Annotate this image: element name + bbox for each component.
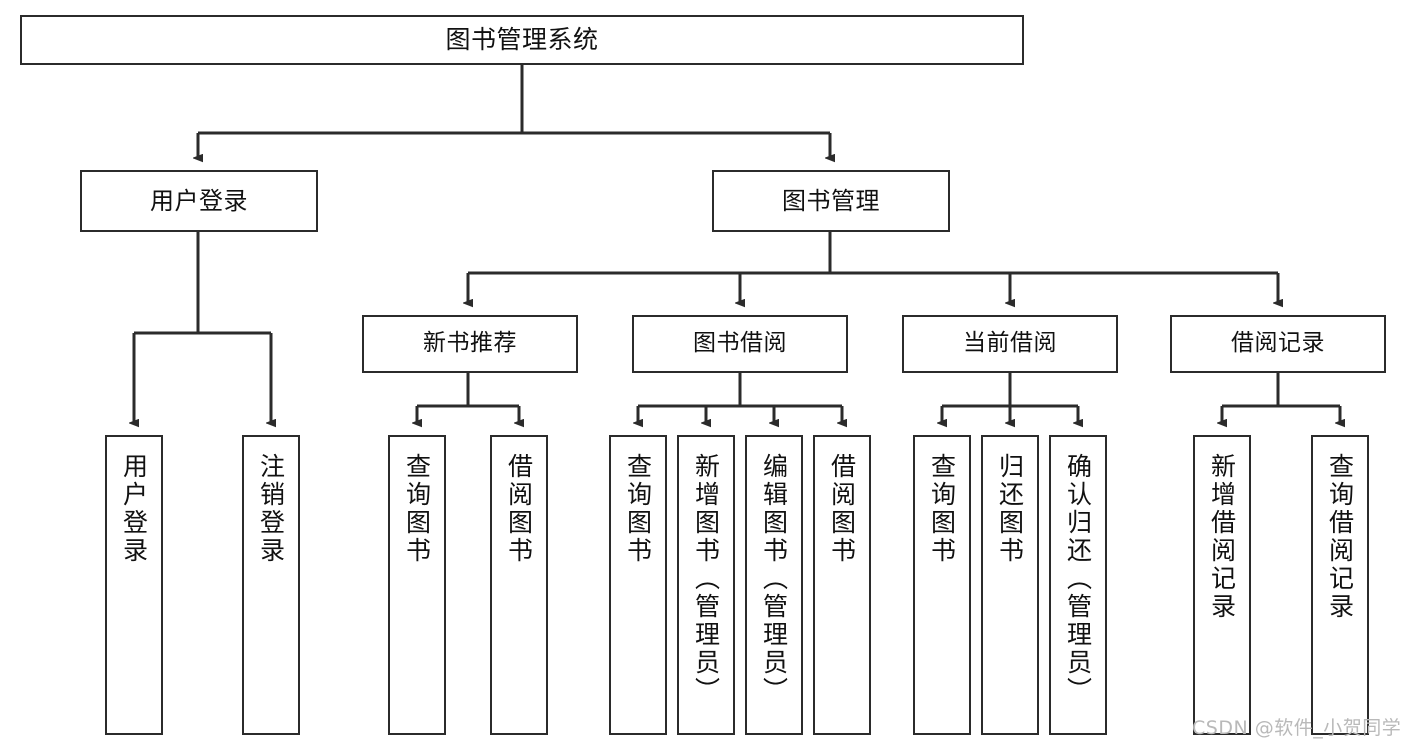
node-label: 图书借阅 [693,330,787,357]
node-label: 用户登录 [150,186,248,215]
node-label: 注销登录 [256,453,286,565]
node-label: 查询图书 [927,453,957,565]
leaf-record-query-borrow-record[interactable]: 查询借阅记录 [1311,435,1369,735]
node-label: 图书管理系统 [445,25,599,55]
node-label: 编辑图书（管理员） [759,453,789,705]
node-label: 查询图书 [623,453,653,565]
node-current-borrow[interactable]: 当前借阅 [902,315,1118,373]
node-label: 确认归还（管理员） [1063,453,1093,705]
leaf-current-query-book[interactable]: 查询图书 [913,435,971,735]
leaf-current-return-book[interactable]: 归还图书 [981,435,1039,735]
leaf-current-confirm-return-admin[interactable]: 确认归还（管理员） [1049,435,1107,735]
node-borrow-record[interactable]: 借阅记录 [1170,315,1386,373]
leaf-borrow-book[interactable]: 借阅图书 [813,435,871,735]
node-label: 用户登录 [119,453,149,565]
node-label: 新书推荐 [423,330,517,357]
node-label: 新增借阅记录 [1207,453,1237,621]
node-label: 查询借阅记录 [1325,453,1355,621]
leaf-recommend-query-book[interactable]: 查询图书 [388,435,446,735]
node-user-login[interactable]: 用户登录 [80,170,318,232]
node-book-management[interactable]: 图书管理 [712,170,950,232]
node-label: 新增图书（管理员） [691,453,721,705]
node-label: 借阅图书 [504,453,534,565]
node-label: 借阅记录 [1231,330,1325,357]
node-label: 查询图书 [402,453,432,565]
node-label: 当前借阅 [963,330,1057,357]
node-label: 借阅图书 [827,453,857,565]
node-root-book-management-system[interactable]: 图书管理系统 [20,15,1024,65]
node-new-book-recommendation[interactable]: 新书推荐 [362,315,578,373]
leaf-borrow-add-book-admin[interactable]: 新增图书（管理员） [677,435,735,735]
node-book-borrow[interactable]: 图书借阅 [632,315,848,373]
leaf-recommend-borrow-book[interactable]: 借阅图书 [490,435,548,735]
node-label: 归还图书 [995,453,1025,565]
leaf-borrow-edit-book-admin[interactable]: 编辑图书（管理员） [745,435,803,735]
leaf-user-login[interactable]: 用户登录 [105,435,163,735]
leaf-user-logout[interactable]: 注销登录 [242,435,300,735]
csdn-watermark: CSDN @软件_小贺同学 [1192,717,1402,739]
leaf-record-add-borrow-record[interactable]: 新增借阅记录 [1193,435,1251,735]
leaf-borrow-query-book[interactable]: 查询图书 [609,435,667,735]
node-label: 图书管理 [782,186,880,215]
